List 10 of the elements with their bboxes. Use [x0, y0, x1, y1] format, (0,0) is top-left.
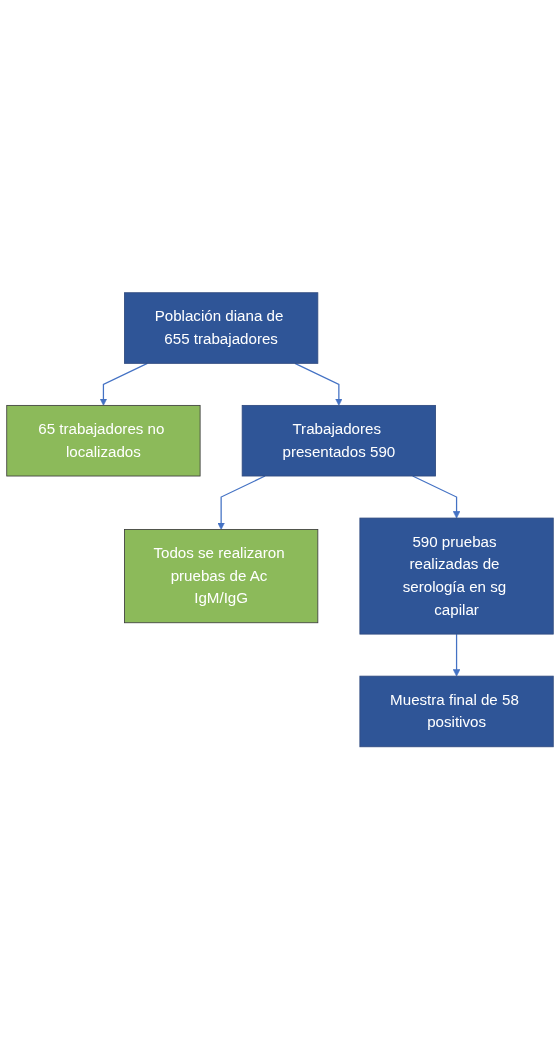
arrow — [294, 363, 343, 406]
node-box: 590 pruebas realizadas de serología en sg capilar — [359, 517, 554, 635]
arrow — [452, 633, 461, 677]
arrow — [99, 363, 148, 406]
node-box: Todos se realizaron pruebas de Ac IgM/IgG — [124, 529, 319, 624]
arrow — [412, 475, 461, 519]
node-box: Trabajadores presentados 590 — [241, 405, 436, 477]
node-box: Población diana de 655 trabajadores — [124, 292, 319, 365]
node-box: Muestra final de 58 positivos — [359, 675, 554, 748]
node-box: 65 trabajadores no localizados — [6, 405, 201, 477]
